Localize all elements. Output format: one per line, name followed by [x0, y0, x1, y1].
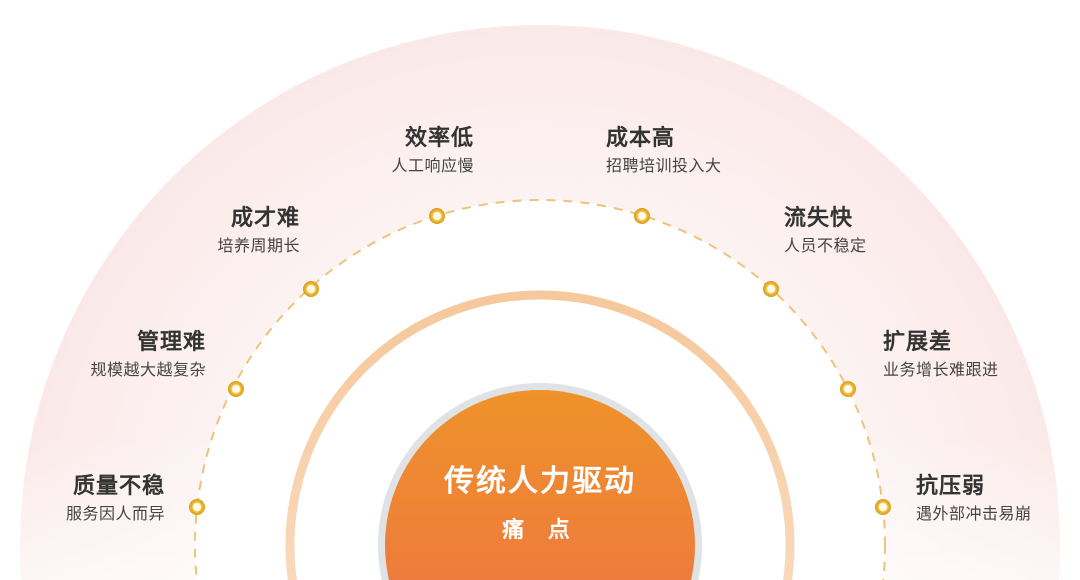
dot-icon: [189, 499, 205, 515]
pain-point-title: 质量不稳: [72, 474, 165, 499]
pain-point-scalability: 扩展差 业务增长难跟进: [883, 328, 999, 382]
pain-point-turnover: 流失快 人员不稳定: [784, 204, 867, 258]
timeline-dots: [189, 208, 891, 515]
inner-ring: [285, 290, 795, 580]
dot-icon: [303, 281, 319, 297]
pain-point-management: 管理难 规模越大越复杂: [90, 328, 206, 382]
pain-point-efficiency: 效率低 人工响应慢: [391, 124, 474, 178]
pain-point-desc: 规模越大越复杂: [90, 360, 206, 379]
pain-point-desc: 人工响应慢: [391, 156, 474, 175]
pain-point-desc: 业务增长难跟进: [883, 360, 999, 379]
dot-icon: [875, 499, 891, 515]
pain-point-resilience: 抗压弱 遇外部冲击易崩: [916, 472, 1032, 526]
pain-point-title: 扩展差: [883, 330, 953, 355]
dot-icon: [840, 381, 856, 397]
pain-point-title: 效率低: [404, 126, 474, 151]
pain-point-desc: 培养周期长: [217, 236, 300, 255]
pain-point-talent: 成才难 培养周期长: [217, 204, 300, 258]
center-title: 传统人力驱动: [444, 464, 636, 499]
dot-icon: [763, 281, 779, 297]
pain-point-title: 成本高: [606, 126, 676, 151]
pain-point-title: 成才难: [230, 206, 300, 231]
dashed-arc: [194, 199, 886, 580]
pain-point-title: 管理难: [136, 330, 206, 355]
dot-icon: [228, 381, 244, 397]
center-subtitle: 痛 点: [502, 518, 578, 543]
dot-icon: [429, 208, 445, 224]
pain-point-desc: 遇外部冲击易崩: [916, 504, 1032, 523]
pain-point-quality: 质量不稳 服务因人而异: [66, 472, 165, 526]
pain-point-cost: 成本高 招聘培训投入大: [606, 124, 722, 178]
pain-point-desc: 人员不稳定: [784, 236, 867, 255]
pain-point-desc: 招聘培训投入大: [606, 156, 722, 175]
core-circle: [385, 390, 695, 580]
dot-icon: [634, 208, 650, 224]
pain-point-title: 抗压弱: [916, 474, 986, 499]
pain-point-desc: 服务因人而异: [65, 504, 165, 523]
pain-point-title: 流失快: [784, 206, 854, 231]
